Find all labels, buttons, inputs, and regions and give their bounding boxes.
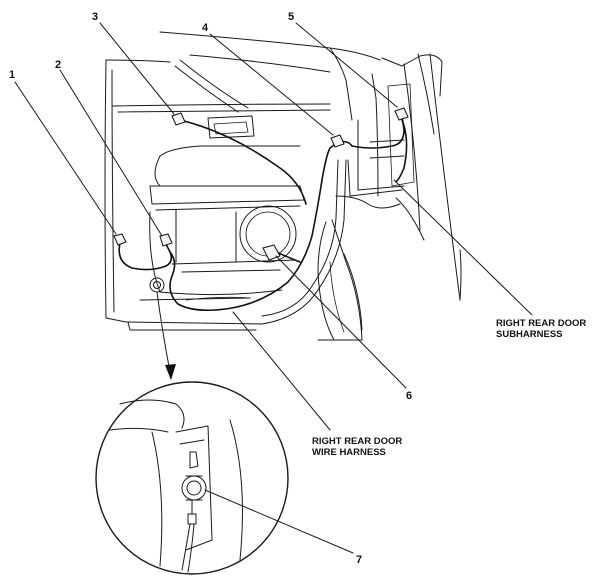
wire-harness-label-line2: WIRE HARNESS xyxy=(312,447,386,458)
connector-1 xyxy=(113,233,127,246)
connector-2 xyxy=(159,233,173,247)
callout-5: 5 xyxy=(288,11,294,23)
wire-harness-route xyxy=(118,115,408,312)
door-panel xyxy=(104,59,347,331)
leader-6 xyxy=(275,255,407,389)
subharness-label-line2: SUBHARNESS xyxy=(496,329,563,340)
leader-2 xyxy=(59,69,163,237)
callout-6: 6 xyxy=(406,390,412,402)
zoom-arrow-head xyxy=(165,364,176,380)
callout-numbers: 1 2 3 4 5 6 7 xyxy=(9,11,412,566)
leader-4 xyxy=(209,33,334,136)
callout-4: 4 xyxy=(202,22,209,34)
connector-5 xyxy=(394,107,409,121)
component-labels: RIGHT REAR DOOR SUBHARNESS RIGHT REAR DO… xyxy=(312,318,586,458)
leader-5 xyxy=(295,22,398,108)
leader-1 xyxy=(14,81,117,235)
callout-2: 2 xyxy=(55,59,61,71)
body-outline xyxy=(159,31,462,341)
leader-7 xyxy=(204,489,354,554)
subharness-label-line1: RIGHT REAR DOOR xyxy=(496,318,586,329)
leader-3 xyxy=(99,22,175,115)
callout-7: 7 xyxy=(356,554,362,566)
leader-subharness xyxy=(393,179,533,316)
connector-3 xyxy=(171,112,186,126)
detail-view xyxy=(95,291,289,575)
callout-leaders xyxy=(14,22,533,554)
connector-4 xyxy=(330,134,345,148)
leader-wire-harness xyxy=(232,311,331,431)
callout-1: 1 xyxy=(9,69,15,81)
wire-harness-label-line1: RIGHT REAR DOOR xyxy=(312,436,402,447)
callout-3: 3 xyxy=(92,11,98,23)
